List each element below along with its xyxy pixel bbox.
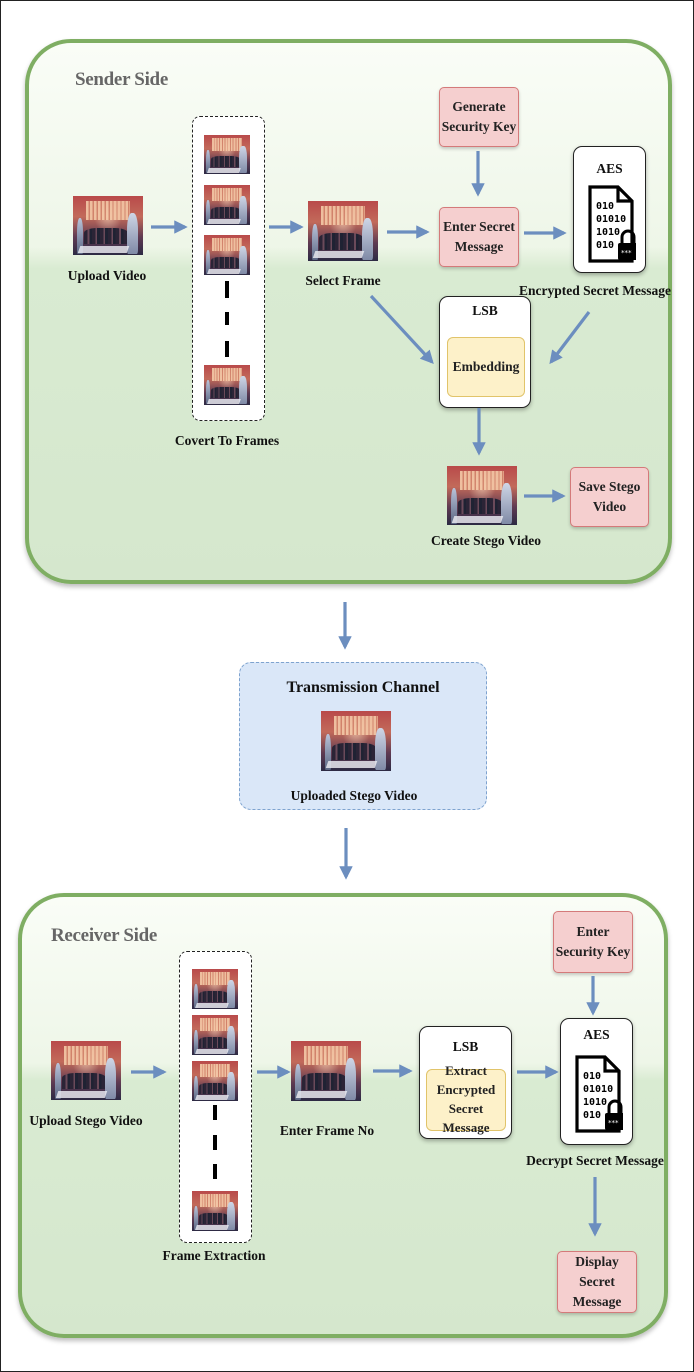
frame-thumbnail xyxy=(192,1015,238,1055)
arrow-aes-to-lsb xyxy=(549,311,591,365)
binary-line: 1010 xyxy=(583,1097,607,1108)
frame-thumbnail xyxy=(192,969,238,1009)
generate-security-key-box: Generate Security Key xyxy=(439,87,519,147)
uploaded-stego-video-caption: Uploaded Stego Video xyxy=(290,788,418,803)
ellipsis-dash xyxy=(225,281,229,298)
binary-line: 010 xyxy=(583,1110,601,1121)
upload-stego-video-thumbnail xyxy=(51,1041,121,1100)
binary-line: 010 xyxy=(583,1071,601,1082)
frame-extraction-caption: Frame Extraction xyxy=(162,1248,266,1263)
binary-line: 010 xyxy=(596,201,614,212)
frame-thumbnail xyxy=(192,1061,238,1101)
aes-label: AES xyxy=(583,1027,610,1042)
embedding-label: Embedding xyxy=(452,358,520,374)
aes-label: AES xyxy=(596,161,623,176)
upload-stego-video-caption: Upload Stego Video xyxy=(29,1113,143,1128)
lsb-label: LSB xyxy=(472,303,498,318)
extract-encrypted-box: Extract Encrypted Secret Message xyxy=(426,1063,506,1135)
frame-thumbnail xyxy=(204,185,250,225)
enter-frame-no-caption: Enter Frame No xyxy=(279,1123,375,1138)
enter-security-key-box: Enter Security Key xyxy=(553,911,633,973)
aes-decrypt-box: AES 010 01010 1010 010 *** xyxy=(560,1018,633,1145)
select-frame-thumbnail xyxy=(308,201,378,261)
ellipsis-dash xyxy=(213,1105,217,1120)
ellipsis-dash xyxy=(213,1164,217,1179)
lsb-extract-box: LSB Extract Encrypted Secret Message xyxy=(419,1026,512,1139)
enter-secret-message-label: Enter Secret Message xyxy=(443,218,515,254)
lsb-embedding-box: LSB Embedding xyxy=(439,296,531,408)
save-stego-video-box: Save Stego Video xyxy=(570,467,649,527)
binary-line: 010 xyxy=(596,240,614,251)
upload-video-caption: Upload Video xyxy=(67,268,147,283)
aes-encrypt-box: AES 010 01010 1010 010 *** xyxy=(573,146,646,273)
covert-to-frames-caption: Covert To Frames xyxy=(174,433,280,448)
ellipsis-dash xyxy=(213,1135,217,1150)
display-secret-message-box: Display Secret Message xyxy=(557,1251,637,1313)
encrypted-document-icon: 010 01010 1010 010 *** xyxy=(575,1055,623,1133)
uploaded-stego-video-thumbnail xyxy=(321,711,391,771)
frame-thumbnail xyxy=(192,1191,238,1231)
frame-thumbnail xyxy=(204,235,250,275)
enter-security-key-label: Enter Security Key xyxy=(555,923,631,959)
sender-title: Sender Side xyxy=(75,69,168,90)
select-frame-caption: Select Frame xyxy=(305,273,381,288)
display-secret-message-label: Display Secret Message xyxy=(572,1253,622,1310)
decrypt-secret-message-caption: Decrypt Secret Message xyxy=(526,1153,664,1168)
upload-video-thumbnail xyxy=(73,196,143,255)
encrypted-document-icon: 010 01010 1010 010 *** xyxy=(588,185,636,263)
embedding-box: Embedding xyxy=(447,337,525,397)
frame-thumbnail xyxy=(204,365,250,405)
transmission-channel-title: Transmission Channel xyxy=(286,679,440,696)
create-stego-video-thumbnail xyxy=(447,466,517,525)
encrypted-secret-message-caption: Encrypted Secret Message xyxy=(519,283,671,298)
binary-line: 1010 xyxy=(596,227,620,238)
receiver-title: Receiver Side xyxy=(51,925,158,946)
create-stego-video-caption: Create Stego Video xyxy=(431,533,541,548)
ellipsis-dash xyxy=(225,341,229,357)
enter-secret-message-box: Enter Secret Message xyxy=(439,207,519,267)
extract-encrypted-label: Extract Encrypted Secret Message xyxy=(436,1063,496,1135)
generate-security-key-label: Generate Security Key xyxy=(441,98,517,134)
lsb-label: LSB xyxy=(452,1039,479,1054)
binary-line: 01010 xyxy=(596,214,626,225)
lock-dots: *** xyxy=(621,249,632,257)
enter-frame-no-thumbnail xyxy=(291,1041,361,1101)
lock-dots: *** xyxy=(608,1119,619,1127)
frame-thumbnail xyxy=(204,135,250,174)
ellipsis-dash xyxy=(225,312,229,325)
arrow-select-to-lsb xyxy=(369,294,434,364)
save-stego-video-label: Save Stego Video xyxy=(578,478,641,514)
binary-line: 01010 xyxy=(583,1084,613,1095)
